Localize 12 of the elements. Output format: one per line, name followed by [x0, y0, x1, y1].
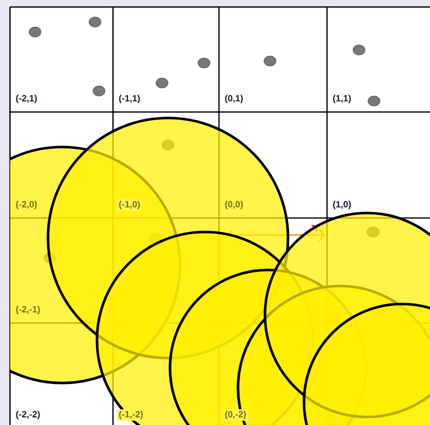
coordinate-label: (0,-2): [223, 409, 248, 421]
coordinate-label: (1,0): [333, 200, 351, 210]
coordinate-label: (-1,1): [119, 94, 140, 104]
coordinate-label: (-1,0): [117, 199, 142, 211]
coordinate-label: (-2,1): [16, 94, 37, 104]
coordinate-label: (-2,0): [14, 199, 39, 211]
coordinate-label: (-2,-1): [14, 304, 42, 316]
coordinate-label: (0,1): [225, 94, 243, 104]
coordinate-label: (1,1): [333, 94, 351, 104]
coordinate-label: (-1,-2): [117, 409, 145, 421]
coordinate-label: (-2,-2): [16, 410, 40, 420]
coordinate-label: (0,0): [223, 199, 245, 211]
